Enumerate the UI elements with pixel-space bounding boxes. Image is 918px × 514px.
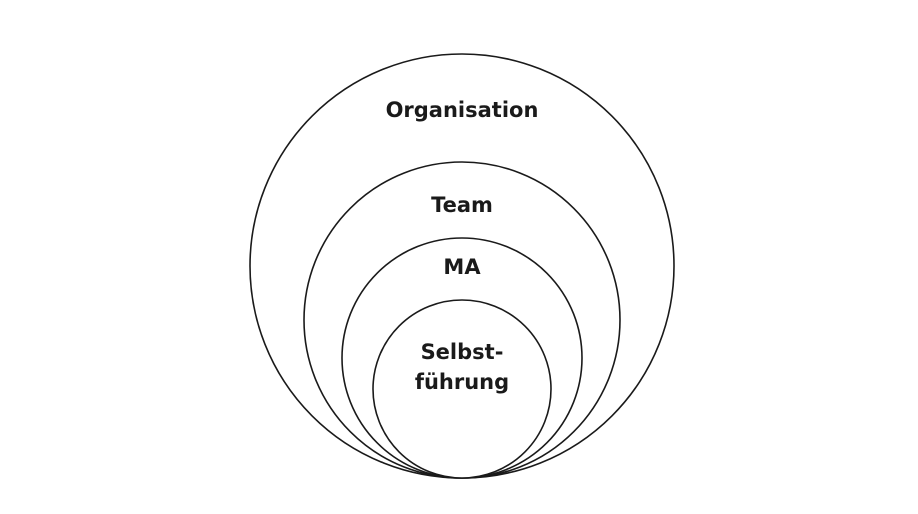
label-selbstfuehrung-line2: führung (415, 370, 509, 394)
label-team: Team (431, 193, 493, 217)
circle-selbstfuehrung (372, 299, 552, 479)
label-organisation: Organisation (386, 98, 539, 122)
label-selbstfuehrung-line1: Selbst- (421, 340, 504, 364)
label-ma: MA (443, 255, 481, 279)
